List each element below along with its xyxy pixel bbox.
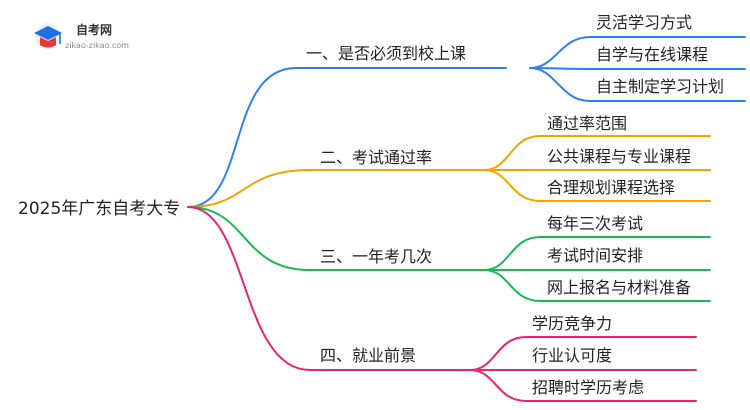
branch-1: 一、是否必须到校上课 灵活学习方式 自学与在线课程 自主制定学习计划 [306,13,724,96]
leaf-node: 灵活学习方式 [596,13,692,32]
leaf-connector [529,67,746,102]
leaf-connector [483,269,711,302]
connector-lines [187,36,746,402]
branch-label: 四、就业前景 [320,346,416,365]
leaf-connector [529,67,746,70]
root-branch-connector [187,206,311,371]
leaf-connector [469,336,697,371]
leaf-connector [483,135,711,171]
graduation-cap-icon [34,23,62,49]
leaf-connector [529,36,746,69]
branch-4: 四、就业前景 学历竞争力 行业认可度 招聘时学历考虑 [320,314,644,397]
branch-label: 三、一年考几次 [320,247,432,266]
leaf-node: 通过率范围 [547,114,627,133]
branch-2: 二、考试通过率 通过率范围 公共课程与专业课程 合理规划课程选择 [320,114,691,197]
leaf-node: 自主制定学习计划 [596,77,724,96]
leaf-node: 学历竞争力 [532,314,612,333]
leaf-node: 自学与在线课程 [596,45,708,64]
leaf-node: 网上报名与材料准备 [547,278,691,297]
leaf-node: 每年三次考试 [547,214,643,233]
root-branch-connector [187,67,297,208]
logo-name: 自考网 [76,22,112,37]
leaf-connector [469,369,697,402]
leaf-node: 行业认可度 [532,346,612,365]
site-logo[interactable]: 自考网 zikao-zikao.com [34,22,129,50]
branch-label: 一、是否必须到校上课 [306,44,466,63]
logo-url: zikao-zikao.com [65,41,129,50]
leaf-connector [483,236,711,271]
root-node: 2025年广东自考大专 [18,199,180,219]
leaf-connector [483,169,711,202]
root-branch-connector [187,169,311,208]
leaf-node: 招聘时学历考虑 [532,378,644,397]
root-branch-connector [187,206,311,271]
leaf-node: 考试时间安排 [547,246,643,265]
branch-label: 二、考试通过率 [320,148,432,167]
leaf-node: 合理规划课程选择 [547,178,675,197]
branch-3: 三、一年考几次 每年三次考试 考试时间安排 网上报名与材料准备 [320,214,691,297]
leaf-node: 公共课程与专业课程 [547,147,691,166]
